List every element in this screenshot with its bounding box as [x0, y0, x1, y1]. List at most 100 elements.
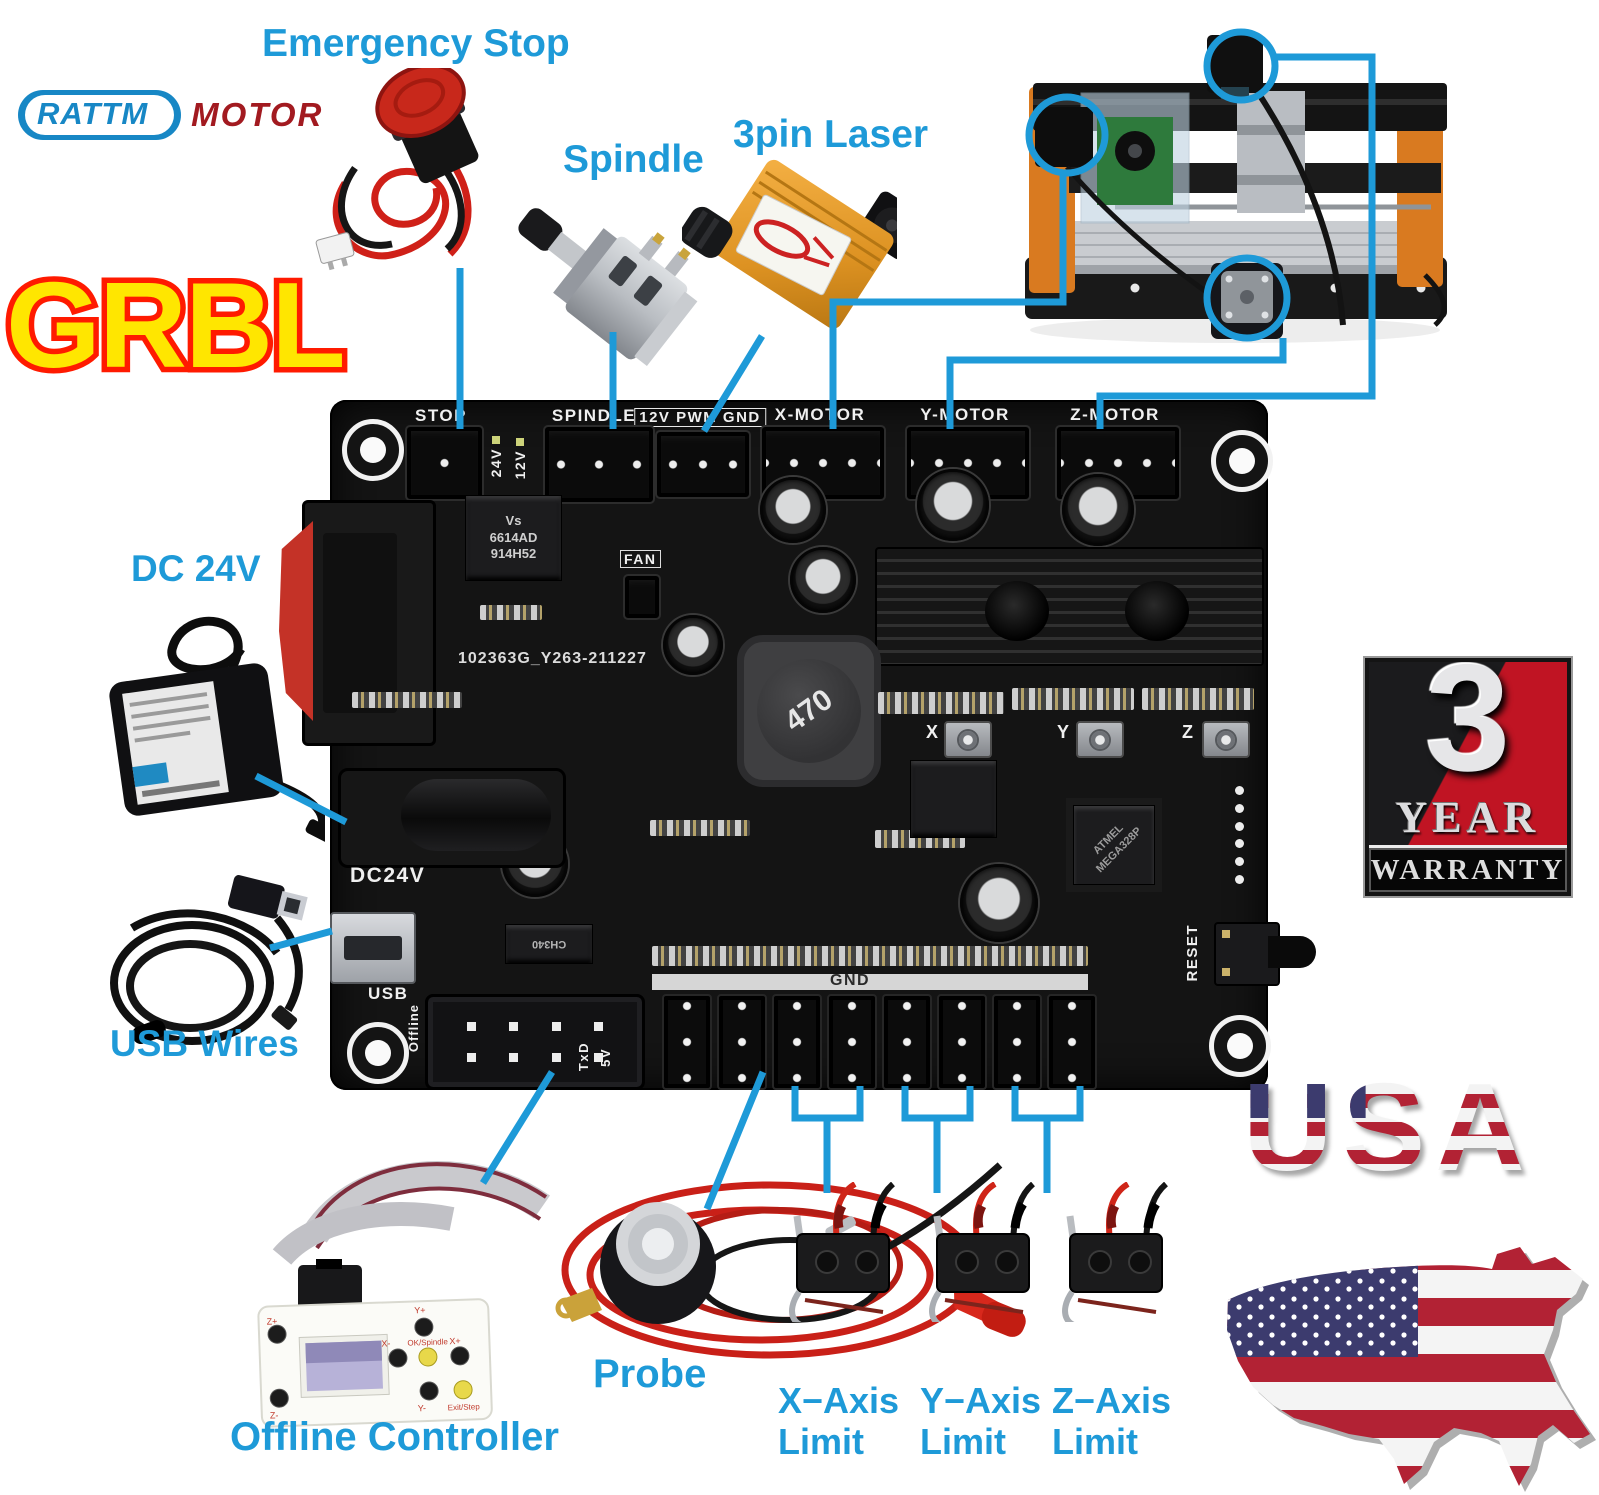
rattm-motor-logo: RATTM MOTOR [18, 90, 323, 140]
silk-5v: 5V [598, 1048, 613, 1067]
limit-connector [662, 994, 712, 1090]
x-limit-connector [827, 994, 877, 1090]
capacitor [790, 547, 856, 613]
emergency-stop-photo [315, 68, 479, 271]
y-limit-switch-photo [929, 1182, 1036, 1322]
rattm-logo-pill: RATTM [18, 90, 182, 140]
y-current-trimpot [1076, 721, 1124, 758]
callout-y-axis-limit: Y−Axis Limit [920, 1380, 1041, 1463]
dc-power-jack [338, 768, 566, 868]
capacitor [663, 615, 723, 675]
x-limit-connector [772, 994, 822, 1090]
silk-y-motor: Y-MOTOR [920, 405, 1010, 424]
pwm-connector [655, 430, 751, 499]
silk-x: X [926, 722, 940, 742]
capacitor [917, 469, 989, 541]
btn-label: X- [381, 1338, 390, 1348]
heatsink-cap [1125, 581, 1189, 641]
silk-z-motor: Z-MOTOR [1070, 405, 1160, 424]
callout-usb-wires: USB Wires [110, 1023, 299, 1064]
btn-label: Exit/Step [448, 1402, 481, 1412]
z-limit-connector [992, 994, 1042, 1090]
silk-pwm: 12V PWM GND [634, 408, 766, 427]
y-limit-connector [937, 994, 987, 1090]
silk-serial: 102363G_Y263-211227 [458, 650, 647, 667]
z-limit-line2: Limit [1052, 1421, 1138, 1463]
usb-cable-photo [110, 875, 308, 1045]
mosfet-marking: 914H52 [490, 546, 537, 562]
x-limit-line2: Limit [778, 1421, 864, 1463]
usa-wordmark: USA [1243, 1059, 1535, 1197]
y-limit-connector [882, 994, 932, 1090]
mosfet-marking: Vs [505, 512, 522, 528]
silk-x-motor: X-MOTOR [774, 405, 866, 424]
fan-connector [623, 574, 661, 620]
capacitor [960, 864, 1038, 942]
usb-port [330, 912, 416, 984]
offline-btn-exit-step [453, 1380, 473, 1400]
estop-plug [315, 232, 355, 271]
offline-panel: Z+ Z- Y+ X- OK/Spindle X+ Y- Exit/Step [257, 1298, 493, 1428]
offline-btn-ok-spindle [418, 1347, 438, 1367]
heatsink [875, 547, 1264, 666]
probe-photo [555, 1162, 1026, 1359]
warranty-year: YEAR [1395, 793, 1541, 842]
callout-z-axis-limit: Z−Axis Limit [1052, 1380, 1171, 1463]
smd-components [650, 820, 750, 836]
warranty-number: 3 [1425, 662, 1511, 803]
silk-dc24v: DC24V [350, 864, 426, 887]
silk-fan: FAN [620, 550, 661, 568]
usb-chip-marking: CH340 [531, 938, 567, 950]
led-12v [516, 438, 524, 446]
capacitor [760, 477, 826, 543]
silk-usb: USB [368, 984, 409, 1003]
silk-txd: TxD [576, 1042, 591, 1072]
btn-label: X+ [449, 1336, 461, 1346]
callout-offline-controller: Offline Controller [230, 1415, 559, 1459]
offline-controller-photo: Z+ Z- Y+ X- OK/Spindle X+ Y- Exit/Step [257, 1161, 550, 1428]
smd-components [652, 946, 1088, 966]
callout-dc24v: DC 24V [131, 548, 261, 589]
pin-header [1228, 786, 1250, 884]
smd-components [878, 692, 1004, 714]
mounting-hole [1211, 430, 1273, 492]
offline-btn-x-minus [388, 1348, 408, 1368]
offline-btn-x-plus [450, 1346, 470, 1366]
gnd-bar [652, 974, 1088, 990]
silk-spindle: SPINDLE [551, 406, 637, 425]
silk-reset: RESET [1184, 924, 1201, 982]
z-current-trimpot [1202, 721, 1250, 758]
x-limit-switch-photo [789, 1182, 896, 1322]
silk-z: Z [1182, 722, 1195, 742]
x-current-trimpot [944, 721, 992, 758]
usa-map-graphic [1227, 1247, 1596, 1492]
grbl-text: GRBL [6, 257, 344, 393]
inductor: 470 [737, 635, 881, 787]
warranty-band: WARRANTY [1369, 845, 1567, 892]
offline-btn-y-minus [419, 1381, 439, 1401]
machine-x-stepper [1035, 107, 1093, 167]
smd-components [1142, 688, 1254, 710]
laser-photo [682, 159, 897, 329]
warranty-badge-top: 3 YEAR [1369, 662, 1567, 845]
silk-offline: Offline [406, 1004, 421, 1053]
silk-24v: 24V [488, 448, 504, 478]
z-limit-connector [1047, 994, 1097, 1090]
smd-components [1012, 688, 1134, 710]
z-limit-line1: Z−Axis [1052, 1380, 1172, 1421]
silk-y: Y [1057, 722, 1071, 742]
callout-laser: 3pin Laser [733, 113, 929, 156]
controller-board: STOP SPINDLE 12V PWM GND X-MOTOR Y-MOTOR… [279, 400, 1316, 1090]
callout-emergency-stop: Emergency Stop [262, 22, 570, 65]
z-limit-switch-photo [1062, 1182, 1169, 1322]
offline-btn-y-plus [414, 1317, 434, 1337]
motor-text: MOTOR [191, 96, 324, 133]
regulator-chip [910, 760, 997, 838]
stop-connector [405, 425, 484, 501]
capacitor [1062, 474, 1134, 546]
y-limit-line1: Y−Axis [920, 1380, 1042, 1421]
smd-components [352, 692, 462, 708]
probe-connector [717, 994, 767, 1090]
cnc-machine-photo [1025, 35, 1447, 343]
